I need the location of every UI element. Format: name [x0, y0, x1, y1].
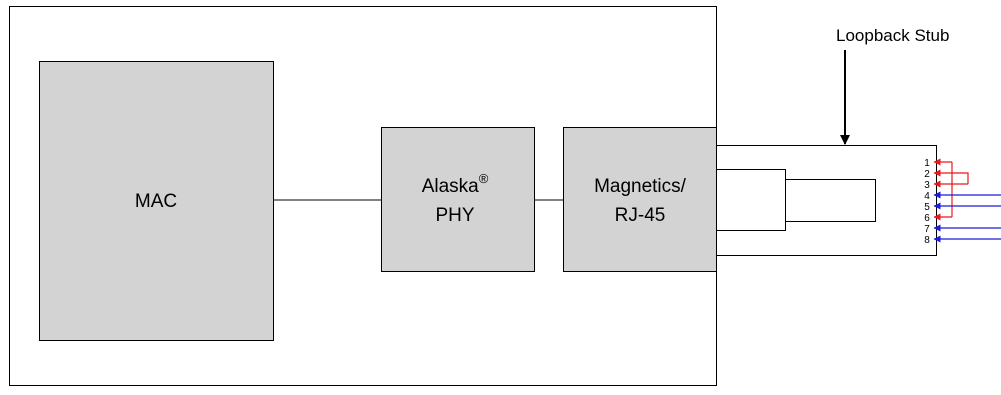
pin-numbers: 1 2 3 4 5 6 7 8 [924, 158, 930, 246]
magnetics-label-line2: RJ-45 [615, 205, 666, 226]
mac-block [39, 61, 274, 341]
phy-label-line2: PHY [435, 205, 474, 226]
loop-wire-red [952, 172, 969, 184]
pin-number: 6 [924, 213, 930, 224]
loop-pins-5-8 [933, 202, 1001, 243]
pin-number: 5 [924, 202, 930, 213]
pin-number: 1 [924, 158, 930, 169]
magnetics-label-line1: Magnetics/ [594, 176, 687, 197]
phy-label-line1: Alaska [422, 176, 479, 197]
pin-number: 2 [924, 169, 930, 180]
mac-label: MAC [135, 191, 177, 212]
phy-label: Alaska® [422, 171, 489, 197]
pin-number: 8 [924, 235, 930, 246]
stub-plug-inner [785, 179, 876, 222]
pin-number: 4 [924, 191, 930, 202]
pin-number: 7 [924, 224, 930, 235]
loop-pins-1-3 [933, 169, 969, 188]
registered-mark: ® [479, 171, 489, 186]
pin-number: 3 [924, 180, 930, 191]
phy-block [381, 127, 535, 272]
stub-plug-outer [716, 169, 786, 231]
loop-pins-2-6 [933, 158, 953, 221]
loopback-stub-label: Loopback Stub [836, 26, 949, 45]
magnetics-block [563, 127, 717, 272]
loop-pins-4-7 [933, 191, 1001, 232]
